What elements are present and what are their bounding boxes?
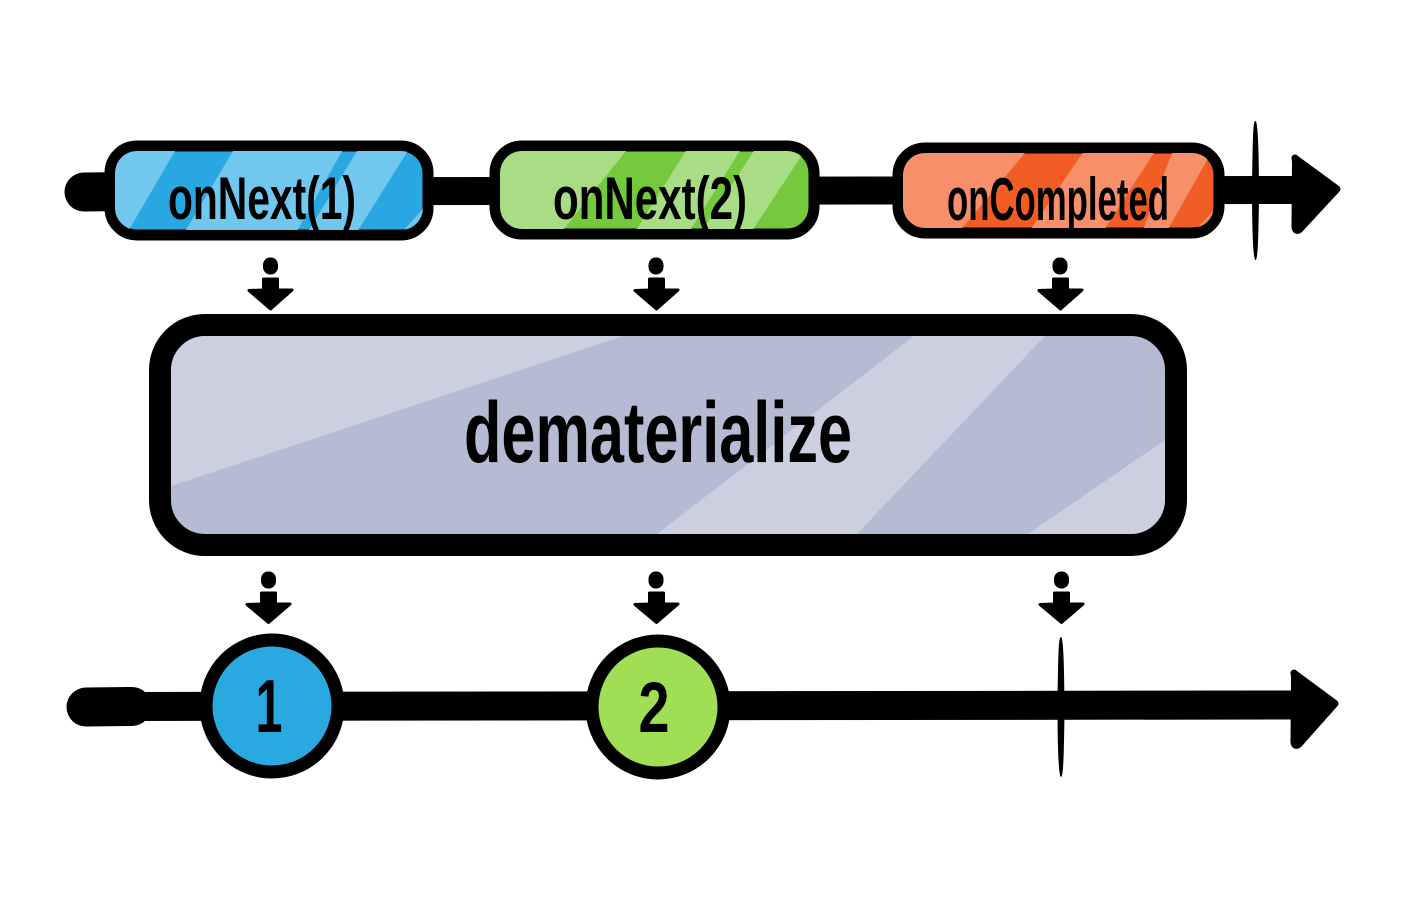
svg-text:onCompleted: onCompleted xyxy=(947,166,1169,233)
svg-text:onNext(1): onNext(1) xyxy=(168,165,356,232)
svg-text:1: 1 xyxy=(256,664,283,748)
svg-text:onNext(2): onNext(2) xyxy=(553,165,747,232)
svg-text:dematerialize: dematerialize xyxy=(464,385,852,481)
svg-text:2: 2 xyxy=(639,669,670,748)
